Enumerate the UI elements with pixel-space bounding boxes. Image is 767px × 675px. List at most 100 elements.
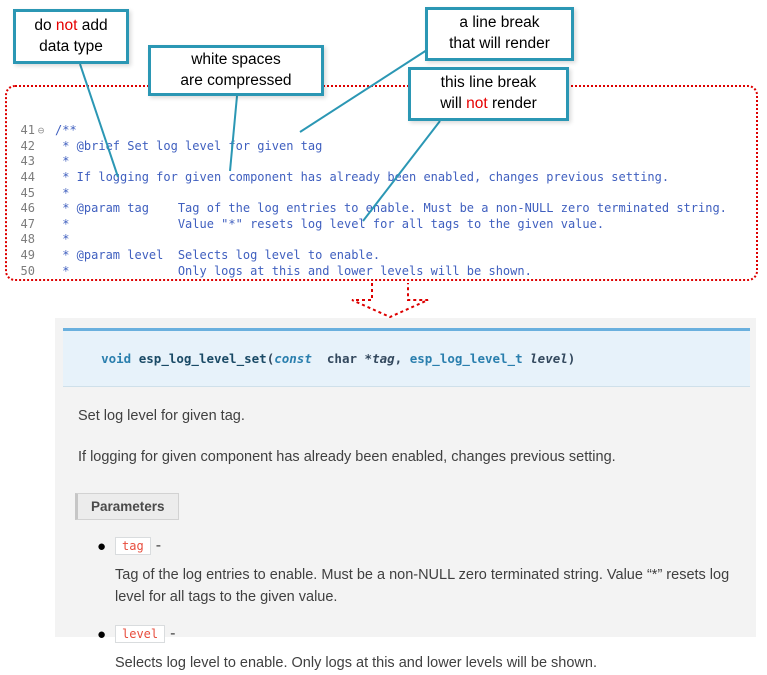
callout-text: that will render [449, 35, 550, 52]
callout-whitespace: white spaces are compressed [148, 45, 324, 96]
params-list: ●tag-Tag of the log entries to enable. M… [55, 536, 756, 675]
code-token: /** [55, 123, 77, 138]
code-line: 42 * @brief Set log level for given tag [13, 139, 756, 155]
code-text: * @brief Set log level for given tag [55, 139, 322, 155]
flow-arrow-icon [351, 283, 429, 319]
fold-gutter [35, 170, 47, 186]
fold-gutter [35, 186, 47, 202]
line-number: 49 [20, 247, 35, 262]
fold-gutter [35, 264, 47, 279]
code-line: 47 * Value "*" resets log level for all … [13, 217, 756, 233]
param-dash: - [170, 625, 176, 643]
code-token: */ [55, 279, 77, 281]
line-number: 43 [20, 154, 35, 169]
param-body: tag- Tag of the log entries to enable. Mu… [115, 536, 756, 609]
signature-token: esp_log_level_set [138, 351, 267, 366]
signature-token: esp_log_level_t [409, 351, 531, 366]
signature-token [131, 351, 139, 366]
callout-text: are compressed [180, 71, 292, 89]
fold-gutter [35, 248, 47, 264]
line-number: 41 [20, 123, 35, 138]
param-item: ● tag- Tag of the log entries to enable. M… [97, 536, 756, 609]
code-line: 48 * [13, 232, 756, 248]
code-line: 49 * @param level Selects log level to e… [13, 248, 756, 264]
signature-code: void esp_log_level_set(const char *tag, … [101, 351, 575, 366]
callout-text: a line break [459, 14, 540, 32]
fold-gutter [35, 217, 47, 233]
callout-line: this line break [441, 73, 537, 94]
emphasis-not-text: not [466, 95, 488, 112]
code-line: 45 * [13, 186, 756, 202]
signature-token: , [394, 351, 410, 366]
callout-line: do not add [34, 16, 107, 37]
callout-text: render [487, 95, 537, 112]
emphasis-not-text: not [55, 16, 78, 34]
fold-gutter [35, 279, 47, 281]
code-text: * @param tag Tag of the log entries to e… [55, 201, 727, 217]
fold-gutter [35, 232, 47, 248]
bullet-icon: ● [97, 626, 107, 644]
code-text: */ [55, 279, 77, 281]
code-line: 50 * Only logs at this and lower levels … [13, 263, 756, 279]
callout-text: data type [39, 37, 103, 55]
brief-text: Set log level for given tag. [78, 408, 245, 424]
line-number: 46 [20, 201, 35, 216]
signature-token: tag [372, 351, 395, 366]
code-token: * [55, 185, 70, 200]
code-lines: 41⊖/**42 * @brief Set log level for give… [13, 123, 756, 281]
param-body: level- Selects log level to enable. Only … [115, 625, 756, 674]
param-name-chip: tag [115, 536, 151, 555]
code-token: * [55, 154, 70, 169]
line-number: 42 [20, 138, 35, 153]
line-number: 44 [20, 169, 35, 184]
param-name-chip: level [115, 625, 166, 644]
code-text: * @param level Selects log level to enab… [55, 248, 380, 264]
code-line: 41⊖ /** [13, 123, 756, 139]
code-token: * @param level Selects log level to enab… [55, 247, 381, 262]
callout-text: white spaces [191, 50, 281, 68]
callout-line: white spaces [191, 50, 281, 71]
param-dash: - [155, 536, 162, 554]
code-text: * If logging for given component has alr… [55, 170, 669, 186]
callout-text: will [440, 95, 467, 112]
code-text: * [55, 232, 69, 248]
signature-token: ( [266, 351, 275, 366]
param-item: ● level- Selects log level to enable. Only… [97, 625, 756, 674]
code-text: * [55, 154, 69, 170]
callout-line: data type [39, 37, 103, 58]
parameters-label: Parameters [75, 492, 179, 520]
param-head: level- [115, 625, 730, 644]
callout-text: do [34, 16, 56, 34]
code-token: * Value "*" resets log level for all tag… [55, 216, 605, 231]
code-text: * Only logs at this and lower levels wil… [55, 263, 532, 279]
fold-gutter [35, 139, 47, 155]
code-token: * If logging for given component has alr… [55, 169, 670, 184]
code-text: /** [55, 123, 77, 139]
line-number: 48 [20, 232, 35, 247]
param-description: Tag of the log entries to enable. Must b… [115, 566, 730, 605]
code-token: * [55, 232, 70, 247]
param-description: Selects log level to enable. Only logs a… [115, 655, 597, 672]
line-number: 45 [20, 185, 35, 200]
signature-token: char * [311, 351, 373, 366]
code-line: 43 * [13, 154, 756, 170]
function-signature-bar: void esp_log_level_set(const char *tag, … [63, 328, 750, 387]
param-head: tag- [115, 536, 730, 555]
code-editor-snippet: 41⊖/**42 * @brief Set log level for give… [5, 85, 758, 281]
callout-line: a line break [459, 13, 539, 34]
code-token: * @param tag Tag of the log entries to e… [55, 201, 727, 216]
line-number: 47 [20, 216, 35, 231]
callout-line: will not render [440, 94, 537, 115]
fold-collapse-icon[interactable]: ⊖ [37, 124, 45, 138]
callout-line: are compressed [180, 71, 291, 92]
code-token: * Only logs at this and lower levels wil… [55, 263, 532, 278]
bullet-icon: ● [97, 537, 107, 555]
callout-text: add [77, 16, 108, 34]
callout-text: this line break [440, 74, 537, 92]
code-token: * @brief Set log level for given tag [55, 138, 323, 153]
code-line: 46 * @param tag Tag of the log entries t… [13, 201, 756, 217]
detail-text: If logging for given component has alrea… [78, 448, 616, 465]
line-number: 50 [20, 263, 35, 278]
signature-token: void [101, 351, 132, 366]
line-number: 51 [13, 279, 35, 281]
